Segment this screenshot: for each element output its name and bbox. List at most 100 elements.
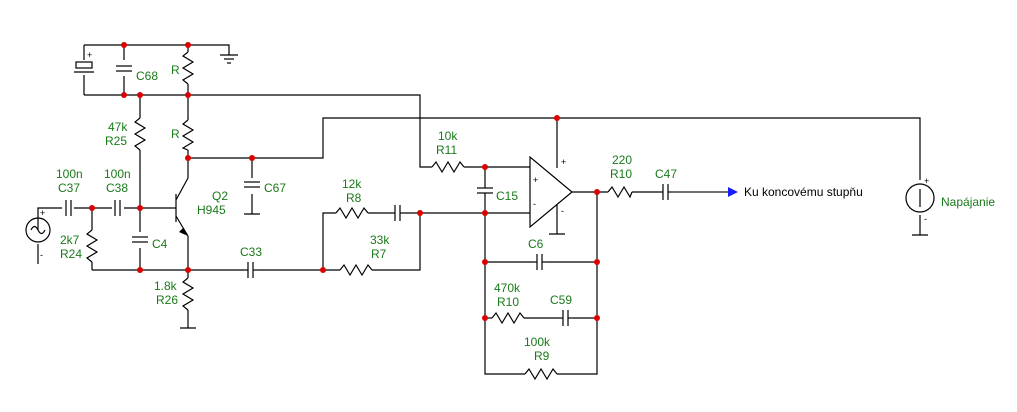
r11-value: 10k	[438, 129, 458, 143]
junction	[185, 42, 191, 48]
wires	[37, 44, 928, 375]
junction	[482, 210, 488, 216]
c38-ref: C38	[106, 181, 128, 195]
r24-symbol	[85, 229, 99, 263]
junction	[137, 205, 143, 211]
r11-ref: R11	[436, 143, 457, 157]
labels: C68 R R 47k R25 100n C37 100n C38 Q2 H94…	[56, 63, 995, 363]
c4-symbol	[132, 236, 148, 243]
r7-ref: R7	[371, 247, 387, 261]
c38-symbol	[114, 200, 121, 216]
r25-symbol	[133, 117, 147, 151]
battery-symbol: +	[74, 50, 94, 73]
r-top-symbol	[181, 51, 195, 85]
junction	[417, 210, 423, 216]
r8-left-wire	[322, 212, 336, 270]
junction	[320, 267, 326, 273]
output-arrow-icon	[728, 187, 738, 197]
r26-symbol	[181, 277, 195, 311]
c33-symbol	[244, 262, 258, 278]
svg-text:+: +	[561, 157, 566, 167]
junction	[482, 164, 488, 170]
c6-symbol	[534, 254, 547, 270]
c68-symbol	[116, 65, 132, 72]
c15-bottom-wire	[484, 199, 525, 375]
c37-symbol	[65, 200, 72, 216]
c67-ground-wire	[244, 194, 260, 215]
c47-label: C47	[655, 167, 677, 181]
r-top-label: R	[171, 63, 180, 77]
junction	[121, 92, 127, 98]
r8-symbol	[335, 206, 369, 220]
r9-ref: R9	[534, 349, 550, 363]
c15-label: C15	[496, 189, 518, 203]
rail2-wire	[84, 94, 432, 168]
r10-fb-value: 470k	[494, 281, 521, 295]
c6-label: C6	[528, 237, 544, 251]
c59-symbol	[560, 310, 573, 326]
r25-value: 47k	[108, 120, 128, 134]
r-mid-symbol	[181, 119, 195, 151]
r26-ref: R26	[156, 293, 178, 307]
svg-text:-: -	[561, 206, 564, 216]
svg-text:-: -	[533, 199, 536, 209]
c68-label: C68	[136, 69, 158, 83]
c67-symbol	[244, 181, 260, 188]
junction	[89, 205, 95, 211]
opamp-ground-wire	[549, 212, 565, 235]
supply-label: Napájanie	[941, 195, 995, 209]
svg-text:+: +	[533, 175, 538, 185]
junction	[594, 315, 600, 321]
junction	[121, 42, 127, 48]
r-mid-label: R	[171, 127, 180, 141]
junction	[185, 92, 191, 98]
r26-ground-wire	[180, 310, 196, 329]
r8-ref: R8	[346, 191, 362, 205]
c38-value: 100n	[104, 167, 131, 181]
source-top-wire	[37, 207, 62, 230]
c37-ref: C37	[58, 181, 80, 195]
c4-label: C4	[152, 237, 168, 251]
ac-source-symbol: + -	[25, 208, 51, 260]
top-rail-wire	[84, 44, 230, 55]
junction	[594, 189, 600, 195]
junction	[482, 259, 488, 265]
r26-value: 1.8k	[154, 279, 178, 293]
c37-value: 100n	[56, 167, 83, 181]
junction	[554, 115, 560, 121]
r11-symbol	[431, 160, 465, 174]
junctions	[89, 42, 600, 321]
junction	[185, 267, 191, 273]
supply-line-wire	[188, 117, 921, 180]
svg-text:+: +	[40, 208, 45, 218]
svg-text:+: +	[87, 50, 92, 60]
supply-ground-wire	[912, 215, 928, 236]
junction	[137, 267, 143, 273]
ground-icon	[220, 54, 238, 64]
opamp-symbol: + - + -	[529, 152, 573, 229]
svg-text:-: -	[40, 250, 43, 260]
svg-text:-: -	[924, 214, 927, 224]
junction	[594, 259, 600, 265]
output-label: Ku koncovému stupňu	[744, 185, 863, 199]
r10-out-symbol	[607, 185, 633, 199]
c15-symbol	[477, 183, 493, 199]
r7-value: 33k	[370, 233, 390, 247]
r7-right-wire	[372, 213, 421, 271]
junction	[249, 155, 255, 161]
r7-symbol	[339, 263, 373, 277]
r10-out-ref: R10	[610, 167, 632, 181]
r24-value: 2k7	[60, 233, 80, 247]
c67-label: C67	[264, 181, 286, 195]
r24-ref: R24	[60, 247, 82, 261]
q2-value: H945	[197, 203, 226, 217]
junction	[137, 92, 143, 98]
r10-fb-ref: R10	[497, 295, 519, 309]
c59-label: C59	[550, 293, 572, 307]
r8-value: 12k	[342, 177, 362, 191]
junction	[482, 315, 488, 321]
svg-text:+: +	[924, 176, 929, 186]
r10-fb-symbol	[491, 311, 525, 325]
